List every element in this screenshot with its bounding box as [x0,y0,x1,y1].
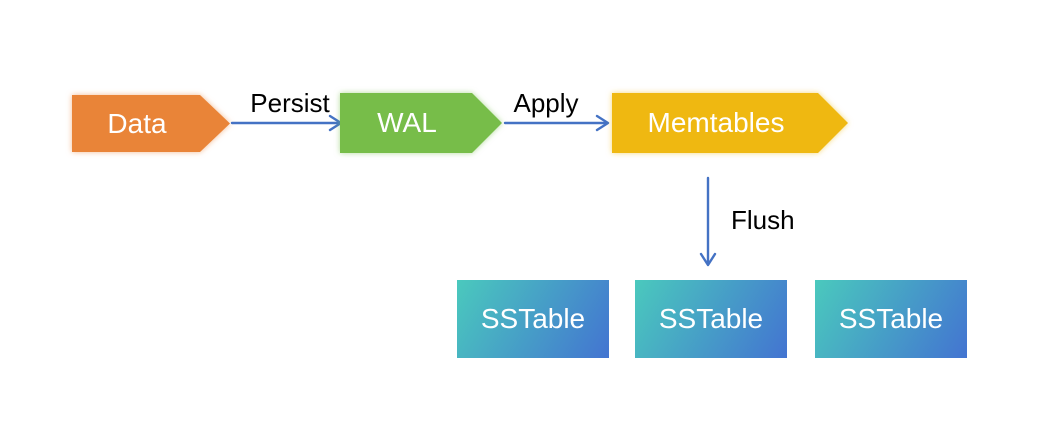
sstable-node: SSTable [815,280,967,358]
wal-node: WAL [340,93,502,153]
memtables-node-shape: Memtables [612,93,848,153]
data-node: Data [72,95,230,152]
persist-arrow-label: Persist [250,88,330,118]
flush-arrow [699,176,717,267]
sstable-node: SSTable [635,280,787,358]
apply-arrow [503,114,610,132]
memtables-node: Memtables [612,93,848,153]
data-node-shape: Data [72,95,230,152]
sstable-node: SSTable [457,280,609,358]
wal-node-shape: WAL [340,93,502,153]
flush-arrow-label: Flush [731,205,795,235]
apply-arrow-label: Apply [513,88,579,118]
